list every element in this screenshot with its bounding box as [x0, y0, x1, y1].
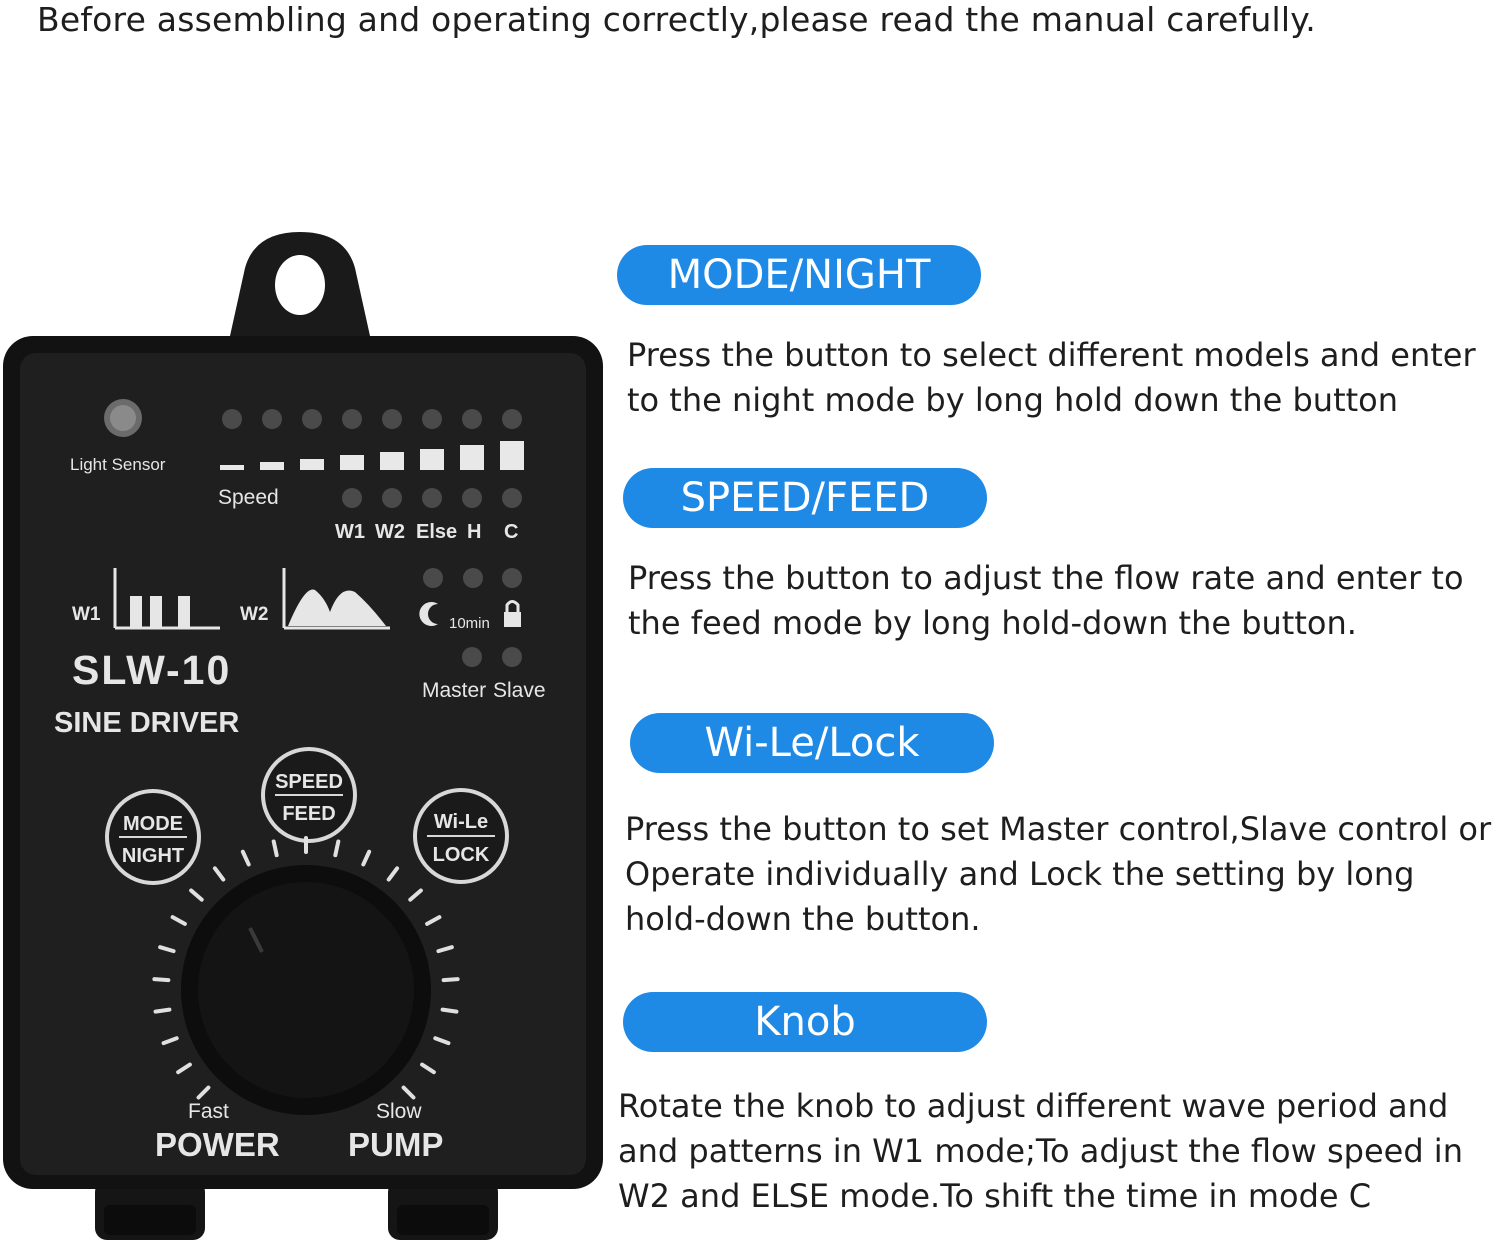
knob-tick [401, 1085, 416, 1100]
knob-tick [425, 915, 442, 926]
wile-lock-title: Wi-Le/Lock [630, 713, 994, 773]
knob-tick [436, 945, 454, 954]
slow-label: Slow [376, 1100, 422, 1123]
knob-tick [176, 1062, 192, 1075]
w2-wave-label: W2 [240, 604, 269, 625]
mode-night-title: MODE/NIGHT [617, 245, 981, 305]
wile-lock-description: Press the button to set Master control,S… [625, 810, 1492, 938]
light-sensor-label: Light Sensor [70, 455, 166, 474]
knob-description: Rotate the knob to adjust different wave… [618, 1087, 1463, 1215]
mode-label-h: H [467, 521, 481, 543]
svg-text:Wi-Le: Wi-Le [434, 811, 488, 833]
knob-tick [189, 888, 204, 902]
knob-tick [152, 977, 171, 983]
mode-night-button[interactable]: MODE NIGHT [105, 789, 201, 885]
knob-tick [240, 849, 251, 867]
speed-feed-description: Press the button to adjust the flow rate… [628, 559, 1464, 642]
mode-night-description: Press the button to select different mod… [627, 336, 1476, 419]
moon-icon [419, 602, 438, 627]
speed-feed-button[interactable]: SPEED FEED [261, 747, 357, 843]
knob-tick [196, 1085, 211, 1100]
knob-tick [386, 866, 400, 882]
master-label: Master [422, 679, 486, 702]
power-port-label: POWER [155, 1126, 280, 1163]
svg-text:NIGHT: NIGHT [122, 845, 184, 867]
speed-label: Speed [218, 486, 279, 509]
controller-device-image: Light Sensor Speed W1 W2 Else H C W1 W2 [3, 232, 603, 1240]
knob-tick [361, 849, 372, 867]
w1-wave-label: W1 [72, 604, 101, 625]
mode-label-w2: W2 [375, 521, 405, 543]
knob-tick [153, 1007, 172, 1014]
fast-label: Fast [188, 1100, 229, 1123]
rotary-knob[interactable] [181, 865, 431, 1115]
knob-tick [271, 839, 279, 858]
w2-waveform-icon [282, 568, 390, 630]
knob-tick [441, 977, 460, 983]
knob-tick [408, 888, 423, 902]
mode-label-w1: W1 [335, 521, 365, 543]
knob-tick [212, 866, 226, 882]
knob-tick [161, 1036, 179, 1046]
knob-title: Knob [623, 992, 987, 1052]
svg-text:MODE: MODE [123, 813, 183, 835]
knob-tick [440, 1007, 459, 1014]
model-subtitle: SINE DRIVER [54, 707, 239, 739]
speed-feed-title: SPEED/FEED [623, 468, 987, 528]
model-name: SLW-10 [72, 647, 231, 693]
pump-port-label: PUMP [348, 1126, 443, 1163]
wile-lock-button[interactable]: Wi-Le LOCK [413, 788, 509, 884]
knob-tick [158, 945, 176, 954]
mode-label-else: Else [416, 521, 457, 543]
lock-icon [504, 600, 521, 627]
svg-text:FEED: FEED [282, 803, 335, 825]
slave-label: Slave [493, 679, 546, 702]
svg-text:LOCK: LOCK [433, 844, 490, 866]
knob-tick [433, 1036, 451, 1046]
page-header: Before assembling and operating correctl… [37, 0, 1316, 39]
svg-text:SPEED: SPEED [275, 771, 343, 793]
mode-label-c: C [504, 521, 518, 543]
knob-tick [333, 839, 341, 858]
knob-tick [170, 915, 187, 926]
timer-label: 10min [449, 615, 490, 632]
knob-tick [420, 1062, 436, 1075]
